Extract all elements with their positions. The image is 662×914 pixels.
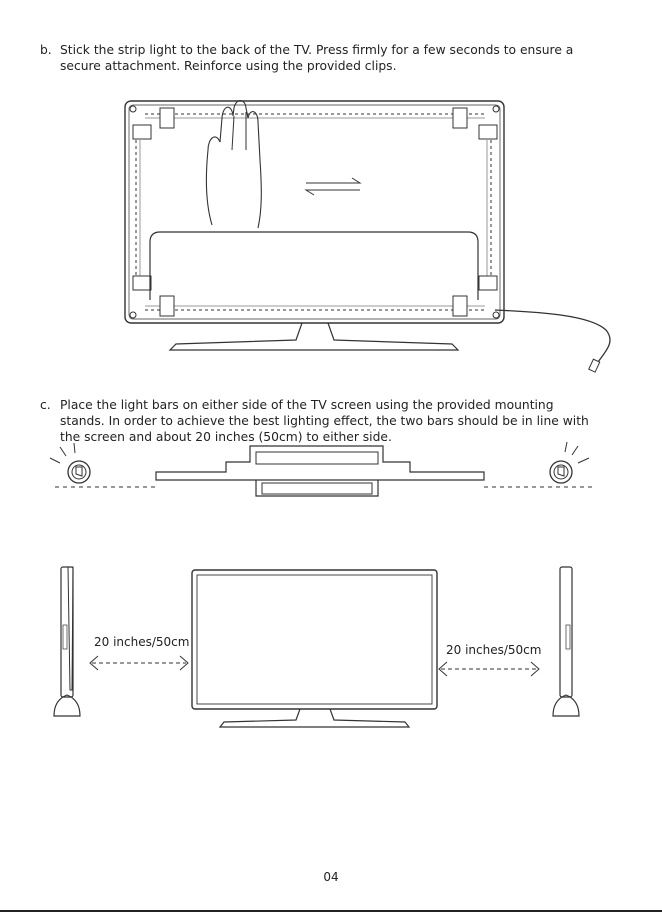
step-c-text: Place the light bars on either side of t… — [60, 398, 589, 444]
step-b-text: Stick the strip light to the back of the… — [60, 43, 574, 73]
distance-label-right: 20 inches/50cm — [446, 643, 542, 657]
page-number: 04 — [323, 870, 339, 884]
front-view-illustration — [53, 566, 580, 728]
step-c-instruction: c. Place the light bars on either side o… — [40, 397, 600, 445]
bottom-rule — [0, 910, 662, 912]
step-b-instruction: b. Stick the strip light to the back of … — [40, 42, 600, 74]
top-view-illustration — [49, 441, 592, 497]
tv-back-illustration — [124, 99, 611, 373]
distance-label-left: 20 inches/50cm — [94, 635, 190, 649]
step-c-letter: c. — [40, 398, 51, 412]
step-b-letter: b. — [40, 43, 52, 57]
